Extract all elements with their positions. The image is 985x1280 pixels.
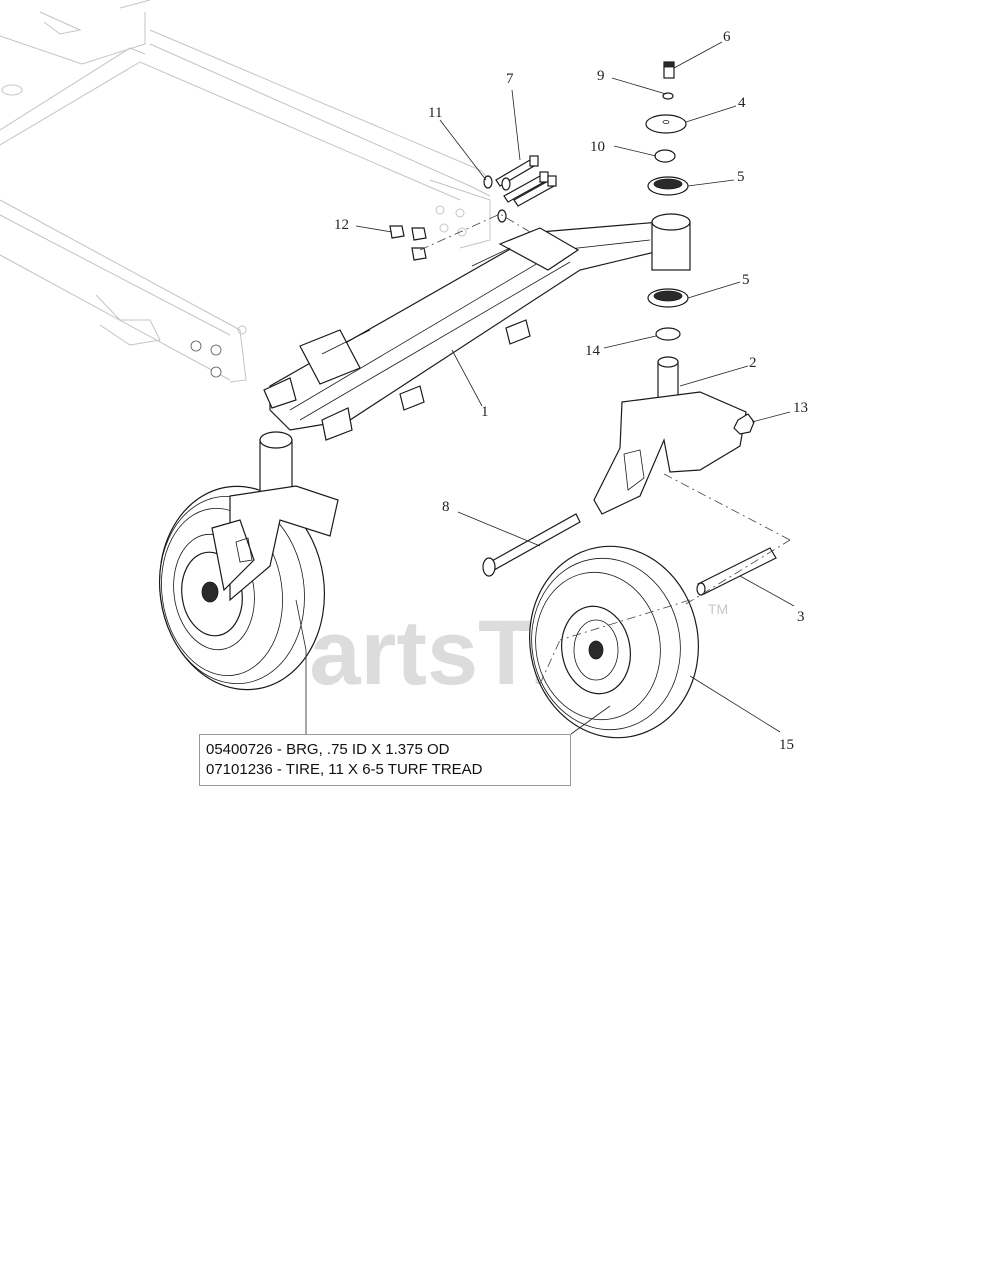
left-wheel-assembly <box>158 431 339 691</box>
callout-8: 8 <box>442 499 450 515</box>
axle-tube <box>696 547 777 596</box>
frame-hardware <box>389 155 557 261</box>
callout-numbers: 6 9 4 10 5 5 14 2 13 7 11 12 1 8 3 15 <box>334 29 808 753</box>
right-wheel <box>529 545 699 739</box>
callout-3: 3 <box>797 609 805 625</box>
lock-nut <box>733 413 755 435</box>
parts-note-box: 05400726 - BRG, .75 ID X 1.375 OD 071012… <box>199 734 571 786</box>
callout-6: 6 <box>723 29 731 45</box>
mower-frame <box>0 0 491 383</box>
leader-lines <box>295 41 795 735</box>
callout-15: 15 <box>779 737 794 753</box>
callout-5-lower: 5 <box>742 272 750 288</box>
pivot-stack <box>645 61 691 341</box>
callout-4: 4 <box>738 95 746 111</box>
callout-5-upper: 5 <box>737 169 745 185</box>
callout-7: 7 <box>506 71 514 87</box>
note-bearing: 05400726 - BRG, .75 ID X 1.375 OD <box>206 741 450 758</box>
callout-14: 14 <box>585 343 601 359</box>
callout-2: 2 <box>749 355 757 371</box>
callout-12: 12 <box>334 217 349 233</box>
right-caster-fork <box>593 356 747 515</box>
callout-13: 13 <box>793 400 808 416</box>
callout-11: 11 <box>428 105 442 121</box>
note-tire: 07101236 - TIRE, 11 X 6-5 TURF TREAD <box>206 761 483 778</box>
long-bolt <box>482 513 581 577</box>
callout-1: 1 <box>481 404 489 420</box>
watermark-trademark: TM <box>708 601 728 617</box>
front-axle-beam <box>263 221 682 441</box>
callout-9: 9 <box>597 68 605 84</box>
callout-10: 10 <box>590 139 605 155</box>
centerlines <box>419 213 791 685</box>
